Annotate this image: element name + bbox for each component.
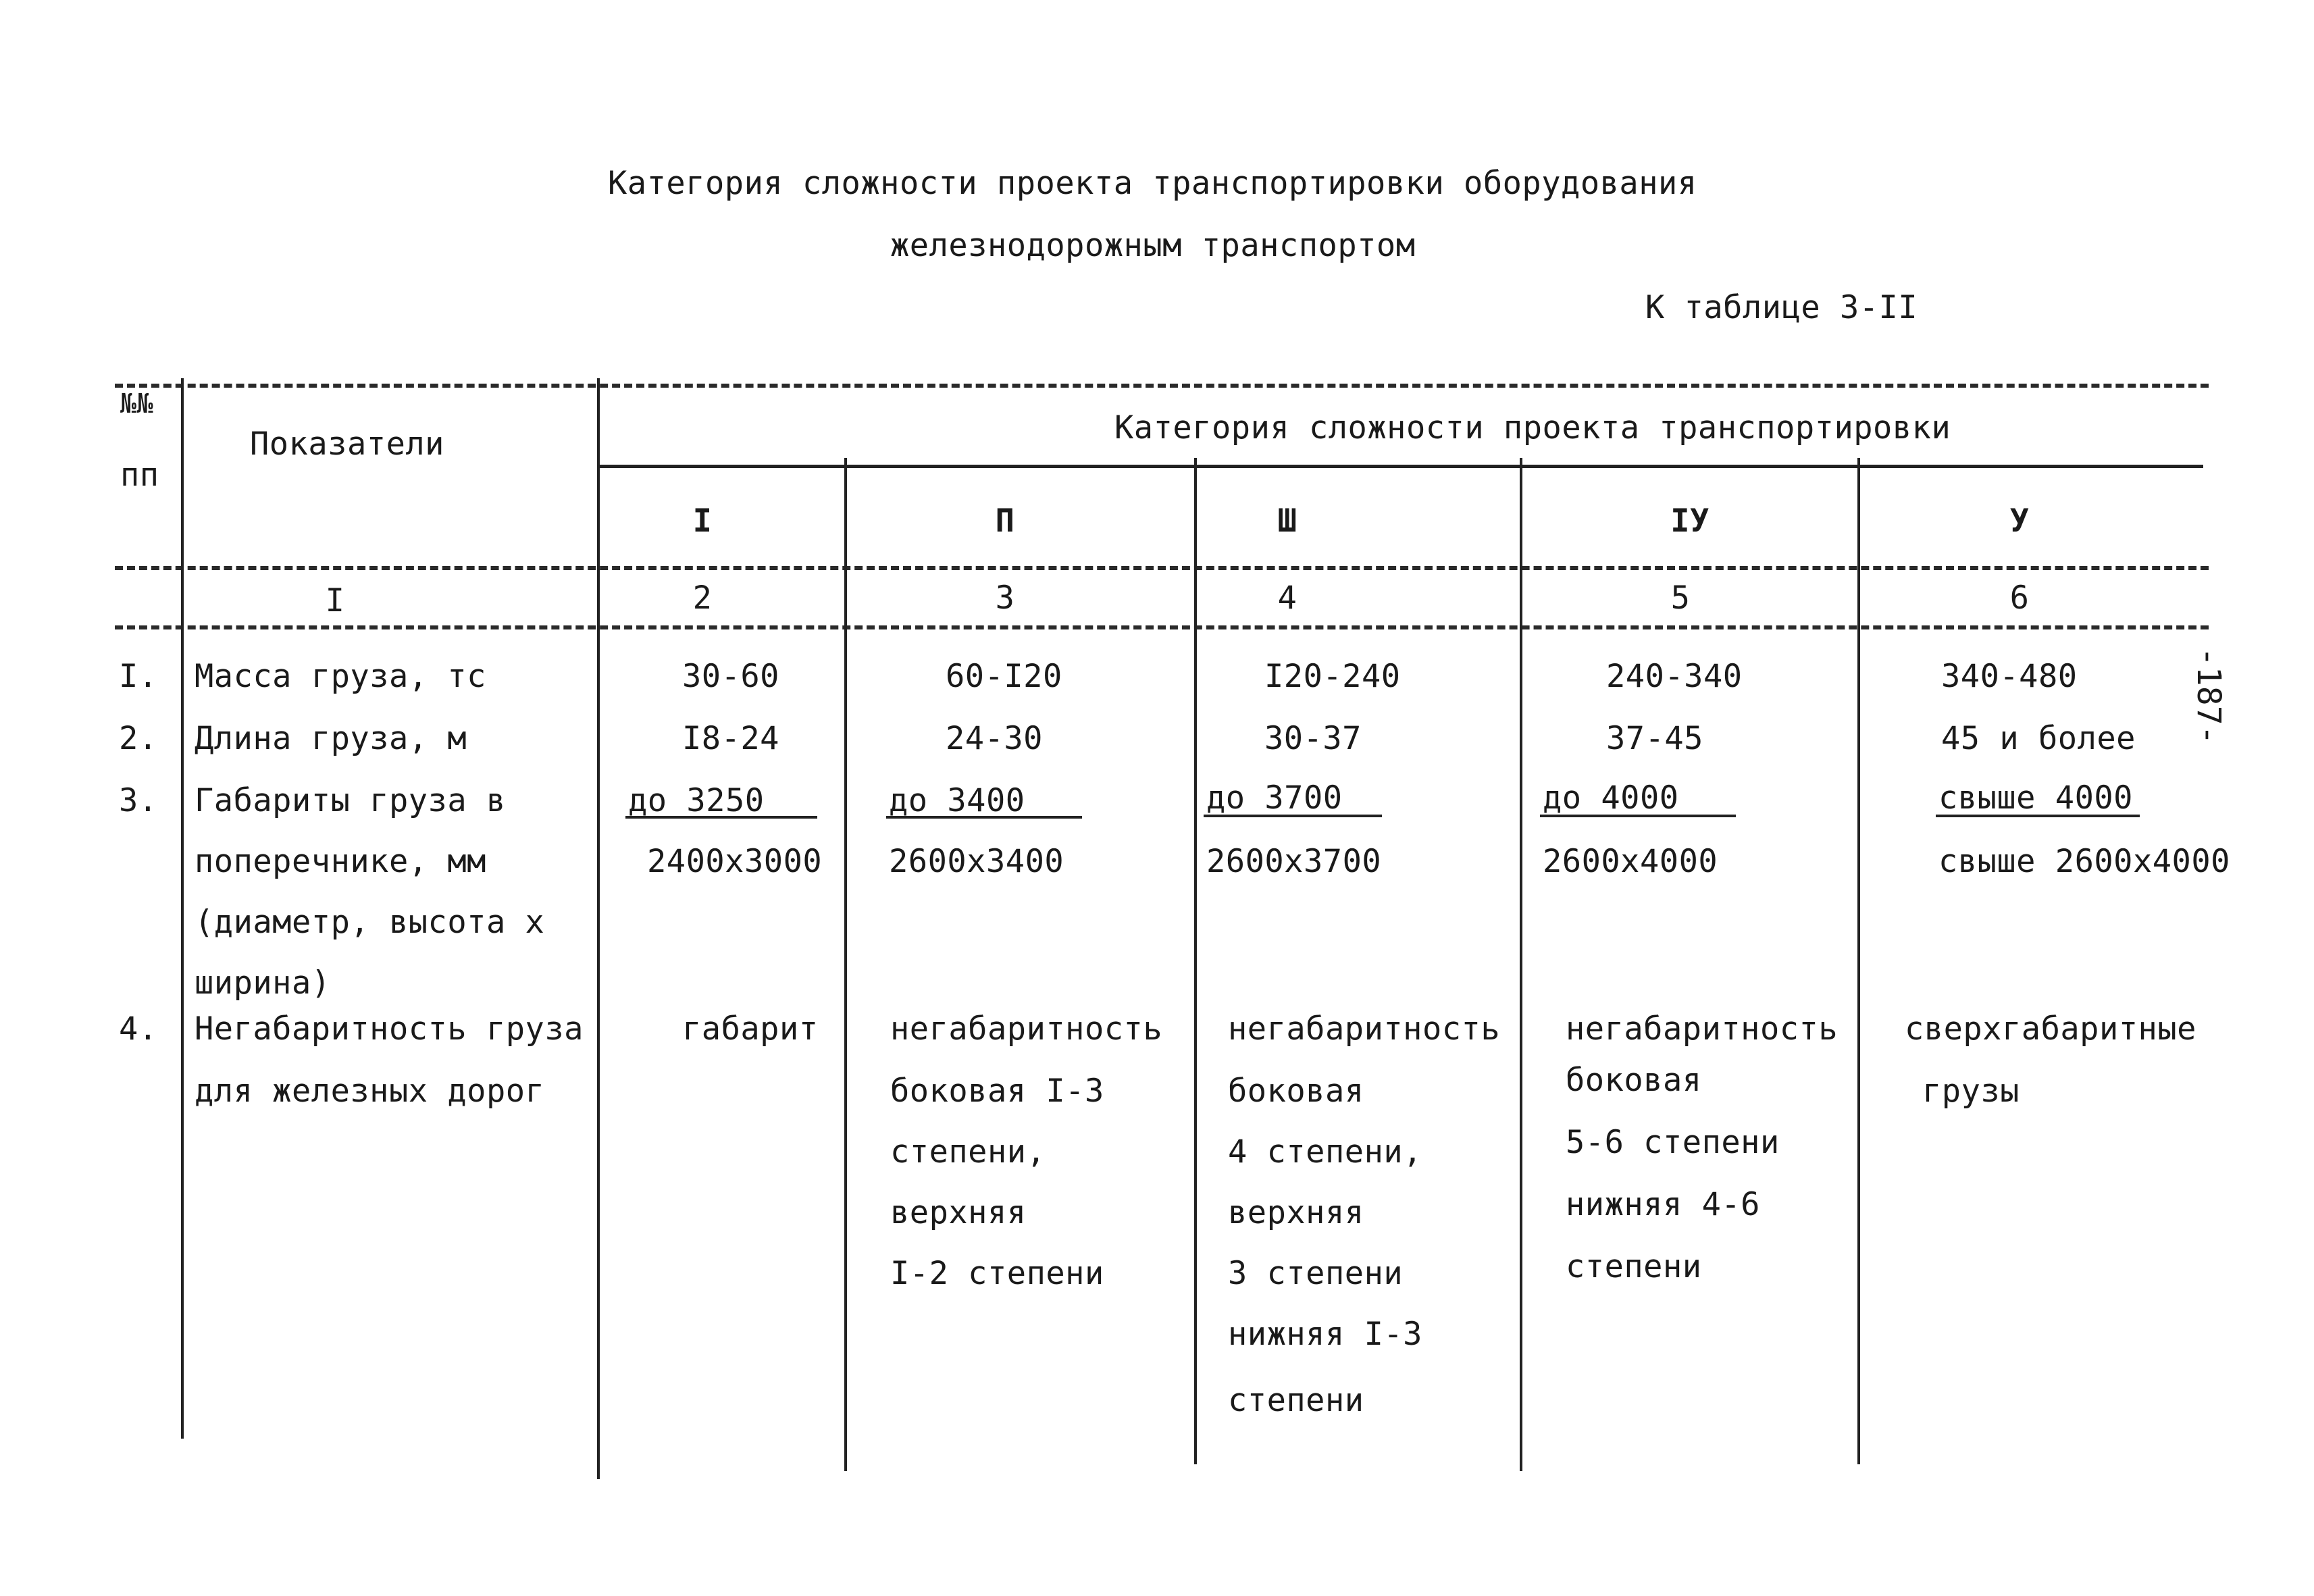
- table-cell: степени: [1228, 1382, 1364, 1419]
- row-number: 3.: [119, 782, 158, 819]
- table-cell: нижняя I-3: [1228, 1316, 1422, 1353]
- table-cell: 5-6 степени: [1566, 1124, 1780, 1161]
- fraction-bar: [1540, 815, 1736, 817]
- table-cell: верхняя: [1228, 1194, 1364, 1231]
- table-cell: боковая: [1566, 1062, 1702, 1099]
- column-divider: [1520, 458, 1522, 1471]
- category-heading: Ш: [1277, 503, 1297, 540]
- row-label: Габариты груза в: [195, 782, 506, 819]
- column-divider: [181, 378, 184, 1439]
- table-cell: свыше 4000: [1938, 779, 2133, 817]
- table-cell: 2600x4000: [1543, 843, 1718, 880]
- table-cell: степени,: [890, 1133, 1046, 1170]
- table-cell: 340-480: [1941, 658, 2078, 695]
- table-cell: 30-37: [1264, 720, 1362, 757]
- table-cell: габарит: [682, 1010, 819, 1048]
- table-cell: боковая: [1228, 1073, 1364, 1110]
- table-cell: нижняя 4-6: [1566, 1186, 1760, 1223]
- column-number: 3: [995, 580, 1015, 617]
- table-reference: К таблице 3-II: [1645, 289, 1918, 326]
- table-cell: 2600x3400: [889, 843, 1064, 880]
- fraction-bar: [625, 816, 817, 819]
- table-cell: свыше 2600x4000: [1938, 843, 2230, 880]
- row-label: поперечнике, мм: [195, 843, 486, 880]
- column-number: I: [325, 582, 345, 619]
- table-cell: 240-340: [1606, 658, 1743, 695]
- table-cell: 24-30: [946, 720, 1043, 757]
- row-label: Длина груза, м: [195, 720, 467, 757]
- table-cell: боковая I-3: [890, 1073, 1104, 1110]
- category-heading: IУ: [1670, 503, 1709, 540]
- column-divider: [1857, 458, 1860, 1464]
- row-label: Масса груза, тс: [195, 658, 486, 695]
- row-number: I.: [119, 658, 158, 695]
- fraction-bar: [1936, 815, 2140, 817]
- table-cell: 45 и более: [1941, 720, 2136, 757]
- header-number-sign: №№: [120, 388, 154, 419]
- row-label: Негабаритность груза: [195, 1010, 584, 1048]
- row-number: 2.: [119, 720, 158, 757]
- header-indicators: Показатели: [250, 426, 444, 463]
- table-cell: 2400x3000: [647, 843, 823, 880]
- table-cell: 4 степени,: [1228, 1133, 1422, 1170]
- table-cell: 60-I20: [946, 658, 1062, 695]
- fraction-bar: [886, 816, 1082, 819]
- category-group-rule: [598, 465, 2203, 468]
- table-cell: до 3700: [1206, 779, 1343, 817]
- row-label: ширина): [195, 964, 331, 1002]
- header-bottom-rule: [115, 566, 2209, 570]
- table-cell: 37-45: [1606, 720, 1703, 757]
- page-number: -187-: [2190, 647, 2228, 745]
- header-category-group: Категория сложности проекта транспортиро…: [1114, 409, 1951, 446]
- column-number: 6: [2009, 580, 2030, 617]
- table-cell: грузы: [1922, 1073, 2020, 1110]
- column-number: 5: [1670, 580, 1691, 617]
- table-cell: 2600x3700: [1206, 843, 1382, 880]
- column-divider: [844, 458, 847, 1471]
- table-cell: I20-240: [1264, 658, 1401, 695]
- fraction-bar: [1204, 815, 1382, 817]
- table-cell: до 4000: [1543, 779, 1679, 817]
- document-subtitle: железнодорожным транспортом: [890, 227, 1416, 264]
- table-cell: 30-60: [682, 658, 779, 695]
- column-divider: [597, 378, 600, 1479]
- row-label: для железных дорог: [195, 1073, 545, 1110]
- document-title: Категория сложности проекта транспортиро…: [608, 165, 1697, 202]
- table-cell: негабаритность: [1566, 1010, 1839, 1048]
- row-number: 4.: [119, 1010, 158, 1048]
- category-heading: П: [995, 503, 1015, 540]
- table-cell: негабаритность: [1228, 1010, 1501, 1048]
- table-cell: степени: [1566, 1248, 1702, 1285]
- table-cell: 3 степени: [1228, 1255, 1404, 1292]
- header-number-abbrev: пп: [120, 457, 159, 494]
- row-label: (диаметр, высота х: [195, 904, 545, 941]
- table-cell: негабаритность: [890, 1010, 1163, 1048]
- table-top-rule: [115, 384, 2209, 388]
- column-numbers-rule: [115, 625, 2209, 629]
- table-cell: I-2 степени: [890, 1255, 1104, 1292]
- category-heading: I: [692, 503, 713, 540]
- table-cell: до 3250: [628, 782, 765, 819]
- table-cell: верхняя: [890, 1194, 1027, 1231]
- table-cell: I8-24: [682, 720, 779, 757]
- category-heading: У: [2009, 503, 2030, 540]
- column-number: 4: [1277, 580, 1297, 617]
- table-cell: сверхгабаритные: [1905, 1010, 2196, 1048]
- table-cell: до 3400: [889, 782, 1025, 819]
- column-number: 2: [692, 580, 713, 617]
- column-divider: [1194, 458, 1197, 1464]
